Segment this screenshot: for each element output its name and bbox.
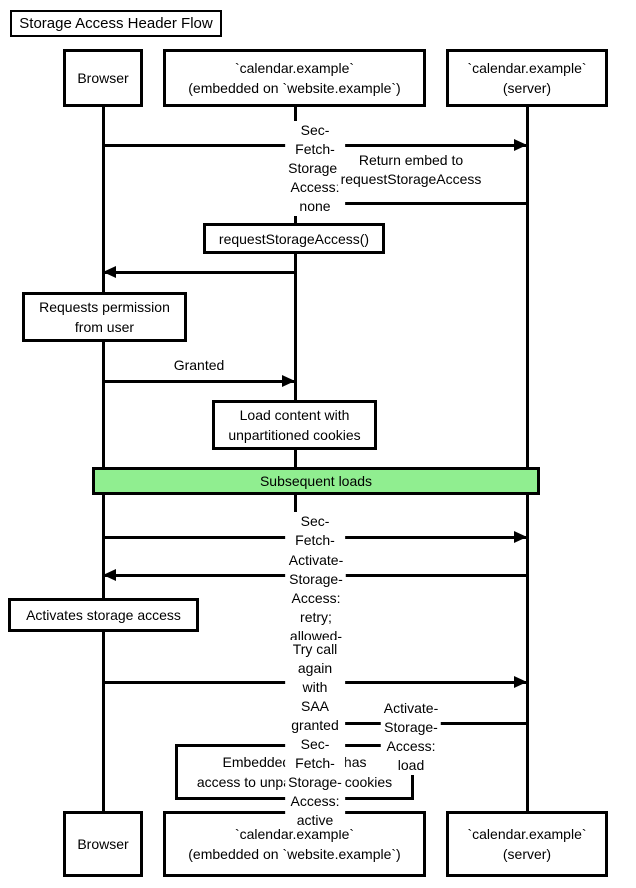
message-label: Return embed to requestStorageAccess (337, 151, 485, 189)
message-line (295, 202, 527, 205)
note-load-content: Load content with unpartitioned cookies (212, 400, 377, 450)
actor-server-top: `calendar.example` (server) (446, 49, 608, 107)
arrowhead-right-icon (282, 375, 295, 387)
message-label: Try call again with SAA granted Sec-Fetc… (285, 640, 345, 830)
band-subsequent-loads: Subsequent loads (92, 467, 540, 495)
lifeline-browser (102, 107, 105, 811)
actor-browser-top: Browser (63, 49, 143, 107)
lifeline-embed (294, 107, 297, 811)
message-label: Sec-Fetch-Storage-Access: none (285, 121, 345, 216)
actor-browser-bottom: Browser (63, 811, 143, 877)
arrowhead-left-icon (103, 266, 116, 278)
arrowhead-right-icon (514, 531, 527, 543)
message-label: Granted (170, 356, 228, 375)
note-request-storage-access: requestStorageAccess() (203, 223, 385, 254)
actor-server-bottom: `calendar.example` (server) (446, 811, 608, 877)
arrowhead-right-icon (514, 676, 527, 688)
arrowhead-right-icon (514, 139, 527, 151)
note-requests-permission: Requests permission from user (22, 292, 187, 342)
actor-embed-top: `calendar.example` (embedded on `website… (163, 49, 426, 107)
message-line (103, 380, 295, 383)
arrowhead-left-icon (103, 569, 116, 581)
note-activates-storage-access: Activates storage access (8, 598, 199, 632)
lifeline-server (526, 107, 529, 811)
diagram-title: Storage Access Header Flow (10, 10, 222, 37)
message-line (103, 271, 295, 274)
message-label: Activate-Storage-Access: load (380, 699, 442, 775)
